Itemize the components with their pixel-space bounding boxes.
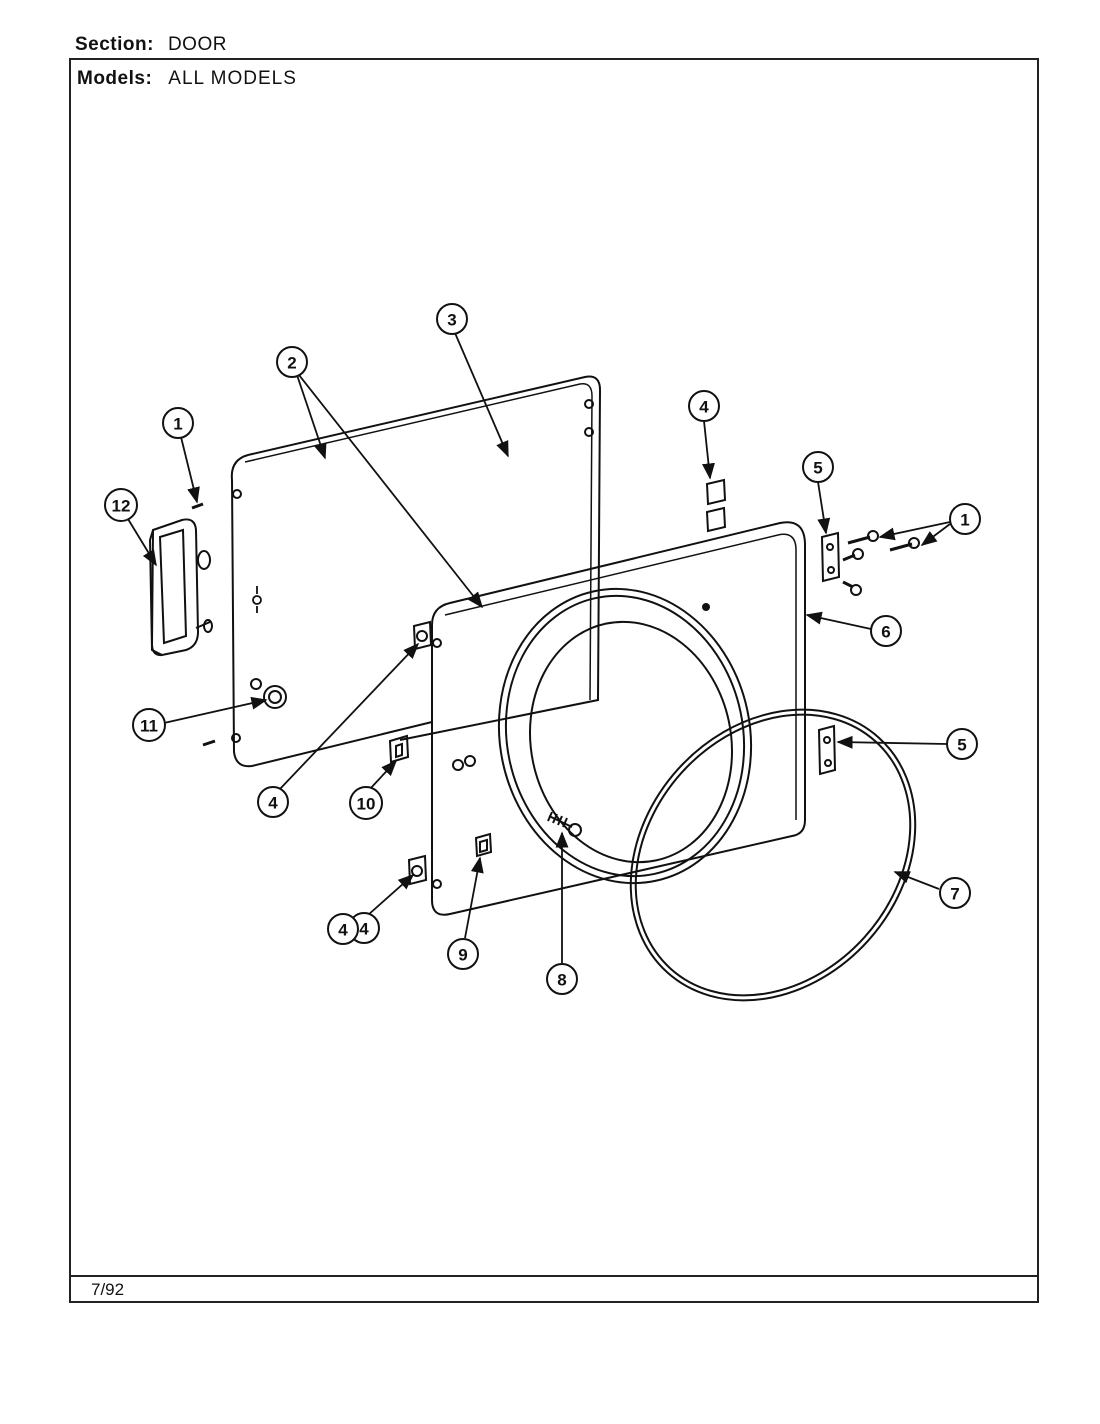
callout-number: 9 <box>458 946 467 965</box>
callout-circle <box>946 728 978 760</box>
callout-number: 4 <box>268 794 278 813</box>
callout-number: 3 <box>447 311 456 330</box>
latch-bracket-lower <box>817 724 837 776</box>
callout-circle <box>802 451 834 483</box>
callout-circle <box>162 407 194 439</box>
leader-4-top <box>702 420 715 480</box>
leader-5-bottom <box>836 735 948 749</box>
callout-circle <box>939 877 971 909</box>
callout-number: 2 <box>287 354 296 373</box>
plug-button <box>263 685 287 709</box>
leader-9 <box>464 856 484 939</box>
callout-circle <box>870 615 902 647</box>
models-heading: Models: ALL MODELS <box>77 68 297 90</box>
callout-number: 1 <box>960 511 969 530</box>
leader-1-right-a <box>878 521 951 541</box>
section-value: DOOR <box>167 34 227 55</box>
leader-3 <box>454 332 509 458</box>
door-panel-outer <box>431 521 806 916</box>
callout-number: 8 <box>557 971 566 990</box>
leader-4-mid <box>278 642 420 791</box>
leader-2b <box>298 374 484 609</box>
leader-1-right-b <box>920 523 951 546</box>
callout-circle <box>447 938 479 970</box>
callout-circle <box>104 488 138 522</box>
screws-right <box>842 530 920 596</box>
callout-circle <box>276 346 308 378</box>
callout-number: 12 <box>112 497 131 516</box>
callout-number: 4 <box>359 920 369 939</box>
callout-number: 1 <box>173 415 182 434</box>
section-heading: Section: DOOR <box>75 34 227 56</box>
callout-circle <box>546 963 578 995</box>
door-handle <box>148 518 213 657</box>
footer-divider <box>71 1275 1037 1277</box>
callout-number: 5 <box>957 736 966 755</box>
door-strike <box>474 832 493 858</box>
hinge-lower-left <box>407 854 428 886</box>
hinge-upper-left <box>412 620 433 651</box>
callout-number: 5 <box>813 459 822 478</box>
leader-6 <box>805 611 872 630</box>
callout-circle <box>257 786 289 818</box>
models-label: Models: <box>77 68 153 89</box>
section-label: Section: <box>75 34 154 55</box>
leader-12 <box>127 518 157 567</box>
callout-circle <box>349 786 383 820</box>
hinge-clip <box>388 734 410 764</box>
hinge-upper-right <box>705 478 727 533</box>
door-spring <box>547 811 582 837</box>
leader-7 <box>893 871 940 890</box>
leader-10 <box>368 759 398 791</box>
callout-number: 4 <box>699 398 709 417</box>
callout-number: 11 <box>140 717 158 736</box>
keyhole-slot <box>252 586 262 613</box>
diagram-frame: Models: ALL MODELS 7/92 <box>69 58 1039 1303</box>
models-value: ALL MODELS <box>168 68 297 89</box>
leader-5-top <box>817 481 831 535</box>
callout-circle <box>436 303 468 335</box>
callout-circle <box>688 390 720 422</box>
revision-date: 7/92 <box>91 1280 125 1299</box>
callout-circle <box>132 708 166 742</box>
leader-11 <box>163 696 268 724</box>
callout-number: 10 <box>357 795 376 814</box>
leader-2a <box>296 374 327 460</box>
door-window <box>497 587 753 885</box>
door-gasket <box>629 708 917 1002</box>
callout-number: 4 <box>338 921 348 940</box>
door-panel-inner <box>230 454 433 768</box>
callout-number: 6 <box>881 623 890 642</box>
callout-circle <box>949 503 981 535</box>
leader-1-left <box>180 436 200 504</box>
door-panel-rear <box>247 375 602 741</box>
callout-number: 7 <box>950 885 959 904</box>
callout-circle <box>327 913 359 945</box>
latch-bracket-upper <box>820 531 841 583</box>
